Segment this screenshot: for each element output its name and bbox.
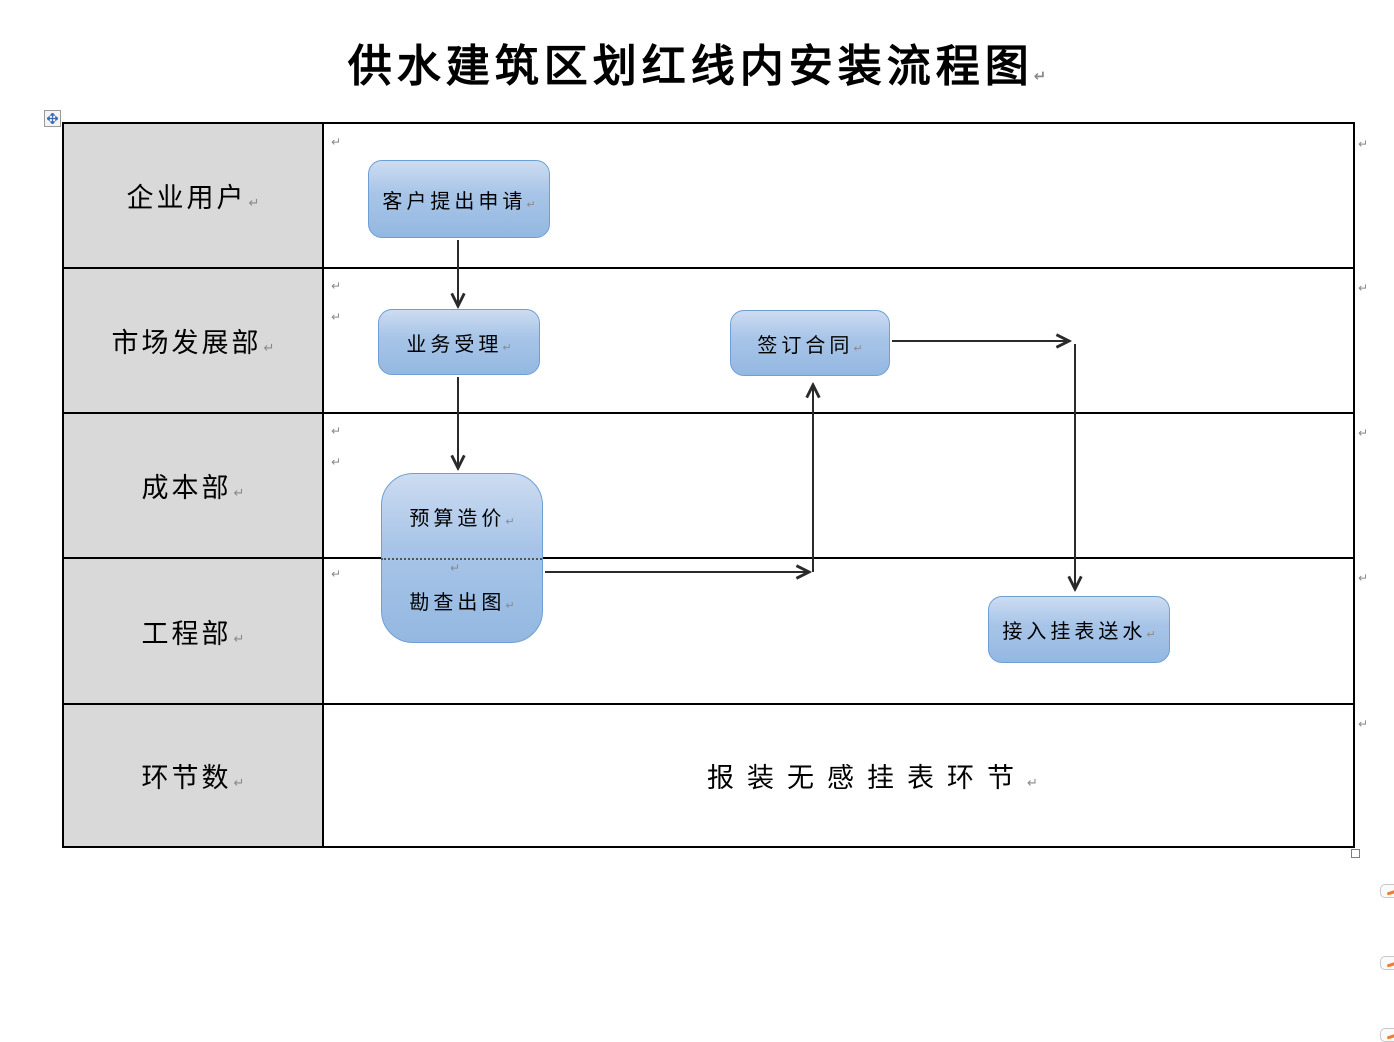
flow-node-survey-section: 勘查出图↵ <box>382 558 542 642</box>
row-divider <box>64 557 1353 559</box>
paragraph-mark: ↵ <box>233 776 245 791</box>
paragraph-mark: ↵ <box>263 341 275 356</box>
move-icon <box>47 113 58 124</box>
flow-node-label: 勘查出图↵ <box>409 589 515 614</box>
paragraph-mark: ↵ <box>233 486 245 501</box>
smart-tag-slash-icon <box>1386 1033 1394 1040</box>
smart-tag-icon[interactable] <box>1380 1028 1394 1042</box>
row-divider <box>64 412 1353 414</box>
row-end-mark: ↵ <box>1358 281 1369 295</box>
paragraph-mark: ↵ <box>505 598 515 612</box>
paragraph-mark: ↵ <box>1027 776 1038 791</box>
flow-node-label: 接入挂表送水↵ <box>1002 619 1156 643</box>
lane-label-cell-cost-dept: 成本部↵ <box>64 414 322 557</box>
lane-label: 环节数↵ <box>141 763 245 794</box>
flow-node-label: 签订合同↵ <box>757 332 863 357</box>
column-divider <box>322 124 324 846</box>
paragraph-mark: ↵ <box>853 341 863 355</box>
smart-tag-icon[interactable] <box>1380 884 1394 898</box>
lane-label-cell-market-dev: 市场发展部↵ <box>64 269 322 412</box>
paragraph-mark: ↵ <box>331 310 342 324</box>
dotted-divider <box>381 558 542 560</box>
smart-tag-slash-icon <box>1386 889 1394 896</box>
row-end-mark: ↵ <box>1358 571 1369 585</box>
lane-label-cell-step-count: 环节数↵ <box>64 705 322 846</box>
flow-node-label: 预算造价↵ <box>409 505 515 530</box>
flow-node-meter[interactable]: 接入挂表送水↵ <box>988 596 1170 663</box>
footer-cell: 报装无感挂表环节↵ <box>324 705 1353 846</box>
paragraph-mark: ↵ <box>526 197 536 211</box>
flow-node-contract[interactable]: 签订合同↵ <box>730 310 890 376</box>
paragraph-mark: ↵ <box>331 424 342 438</box>
paragraph-mark: ↵ <box>1146 628 1156 641</box>
footer-text: 报装无感挂表环节↵ <box>707 763 1038 794</box>
smart-tag-icon[interactable] <box>1380 956 1394 970</box>
flow-node-label: 客户提出申请↵ <box>382 188 536 213</box>
paragraph-mark: ↵ <box>331 279 342 293</box>
paragraph-mark: ↵ <box>1033 67 1047 85</box>
flow-node-budget-survey[interactable]: 预算造价↵ ↵ 勘查出图↵ <box>381 473 543 643</box>
swimlane-table: 企业用户↵ 市场发展部↵ 成本部↵ 工程部↵ 环节数↵ 报装无感挂表环节↵ <box>62 122 1355 848</box>
paragraph-mark: ↵ <box>502 340 512 354</box>
page-title: 供水建筑区划红线内安装流程图↵ <box>0 30 1394 94</box>
flow-node-apply[interactable]: 客户提出申请↵ <box>368 160 550 238</box>
row-divider <box>64 703 1353 705</box>
smart-tag-slash-icon <box>1386 961 1394 968</box>
paragraph-mark: ↵ <box>248 196 260 211</box>
lane-label: 工程部↵ <box>141 618 245 650</box>
paragraph-mark: ↵ <box>233 631 245 647</box>
row-end-mark: ↵ <box>1358 717 1369 731</box>
lane-label-cell-enterprise-user: 企业用户↵ <box>64 124 322 267</box>
flow-node-accept[interactable]: 业务受理↵ <box>378 309 540 375</box>
lane-label: 企业用户↵ <box>126 183 260 214</box>
flow-node-budget-section: 预算造价↵ <box>382 474 542 558</box>
lane-label: 市场发展部↵ <box>111 328 275 359</box>
row-end-mark: ↵ <box>1358 137 1369 151</box>
lane-label-cell-engineering-dept: 工程部↵ <box>64 559 322 703</box>
paragraph-mark: ↵ <box>331 455 342 469</box>
row-divider <box>64 267 1353 269</box>
lane-label: 成本部↵ <box>141 473 245 504</box>
table-resize-handle[interactable] <box>1351 849 1360 858</box>
paragraph-mark: ↵ <box>331 135 342 149</box>
paragraph-mark: ↵ <box>505 514 515 528</box>
row-end-mark: ↵ <box>1358 426 1369 440</box>
table-move-handle[interactable] <box>44 110 61 127</box>
flow-node-label: 业务受理↵ <box>406 331 512 356</box>
page-title-text: 供水建筑区划红线内安装流程图 <box>347 41 1034 92</box>
paragraph-mark: ↵ <box>450 561 461 575</box>
paragraph-mark: ↵ <box>331 567 342 581</box>
